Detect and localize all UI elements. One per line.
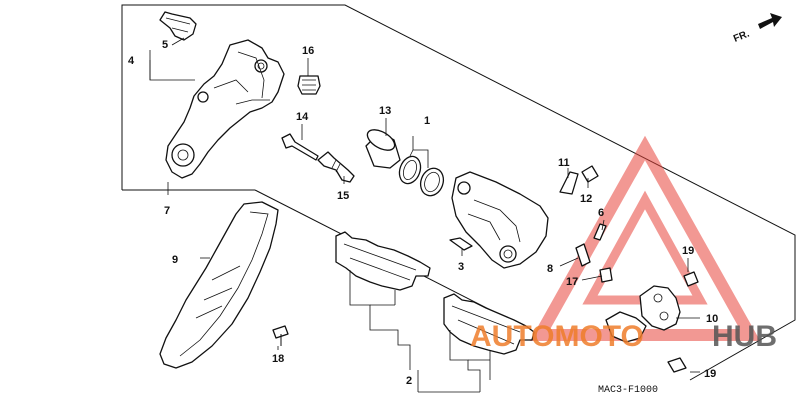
part-3-caliper-body [449, 171, 549, 269]
callout-labels: 5 4 7 16 14 15 13 1 11 12 6 8 17 3 9 19 … [128, 39, 718, 387]
callout-11: 11 [558, 157, 570, 169]
callout-12: 12 [580, 193, 592, 205]
diagram-frame [121, 4, 796, 381]
callout-6: 6 [598, 207, 604, 219]
part-13-piston [365, 129, 401, 169]
part-6-pin [593, 223, 607, 241]
front-direction-label: FR. [732, 28, 751, 44]
callout-1: 1 [424, 115, 430, 127]
part-17-bolt [599, 267, 613, 283]
part-10-guard [605, 285, 681, 343]
part-4-caliper-bracket [165, 39, 285, 179]
part-5-pad-spring [159, 11, 197, 41]
part-19-bolt-lower [667, 357, 687, 373]
callout-3: 3 [458, 261, 464, 273]
callout-15: 15 [337, 190, 349, 202]
callout-13: 13 [379, 105, 391, 117]
callout-4: 4 [128, 55, 135, 67]
figure-code: MAC3-F1000 [598, 385, 658, 396]
watermark-text-automoto: AUTOMOTO [470, 320, 644, 353]
callout-5: 5 [162, 39, 168, 51]
callout-2: 2 [406, 375, 412, 387]
part-2-brake-pad-upper [335, 231, 431, 291]
part-8-pin-bolt [575, 243, 591, 267]
part-18-bolt [272, 325, 289, 346]
watermark-text-hub: HUB [712, 320, 777, 353]
callout-17: 17 [566, 276, 578, 288]
part-15-slide-pin [317, 151, 355, 183]
callout-19-lower: 19 [704, 368, 716, 380]
front-arrow-icon [758, 13, 782, 29]
part-16-bleeder-cap [297, 75, 321, 95]
callout-10: 10 [706, 313, 718, 325]
callout-16: 16 [302, 45, 314, 57]
leader-lines [149, 37, 700, 393]
callout-14: 14 [296, 111, 309, 123]
front-direction-indicator: FR. [732, 13, 782, 45]
callout-9: 9 [172, 254, 178, 266]
part-1-piston-seals [398, 155, 445, 197]
callout-8: 8 [547, 263, 553, 275]
callout-18: 18 [272, 353, 284, 365]
part-19-bolt-upper [683, 271, 699, 287]
part-14-pin-bolt [281, 133, 319, 161]
part-12-bleeder-cap [581, 165, 599, 183]
callout-19-upper: 19 [682, 245, 694, 257]
callout-7: 7 [164, 205, 170, 217]
part-2-brake-pad-lower [443, 293, 535, 355]
part-11-bleeder-screw [559, 171, 579, 195]
part-9-disc-cover [159, 201, 279, 369]
watermark-triangle-icon [529, 135, 761, 341]
